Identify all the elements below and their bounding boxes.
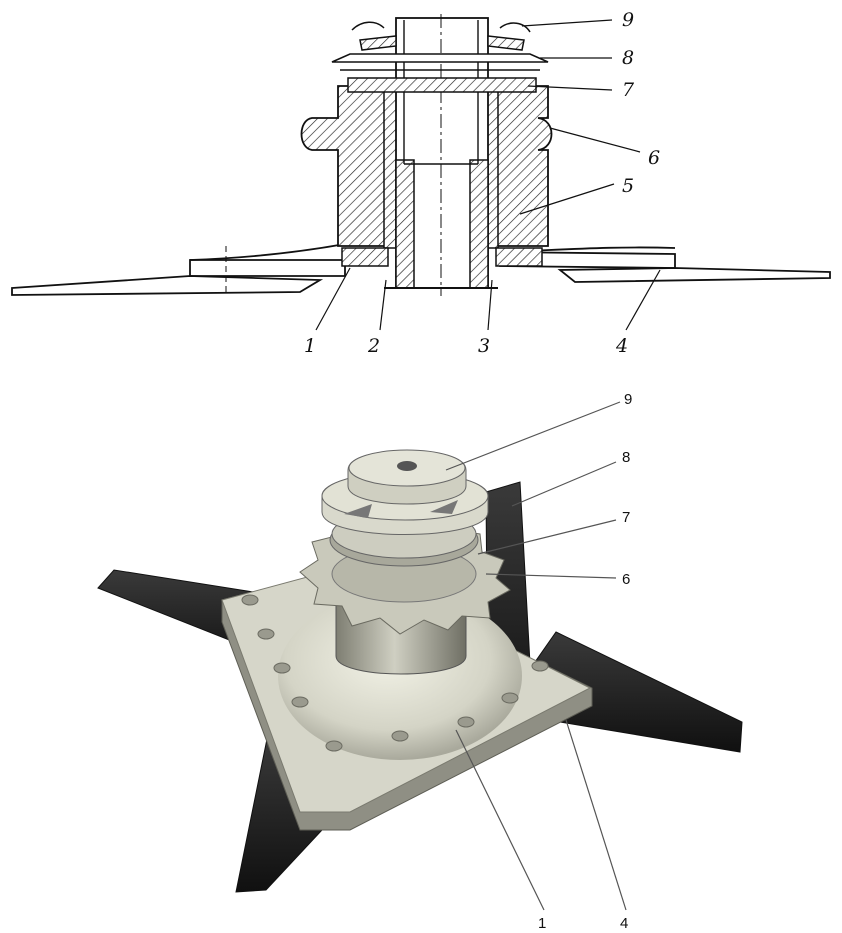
section-label-9: 9 <box>622 9 634 31</box>
bolt-hole <box>273 662 291 674</box>
render-label-1: 1 <box>538 915 546 932</box>
bolt-hole <box>291 696 309 708</box>
section-blade-right <box>499 246 831 283</box>
render-label-4: 4 <box>620 915 628 932</box>
render-label-7: 7 <box>622 509 630 526</box>
section-hub-left <box>300 85 389 247</box>
rendered-assembly: 9 8 7 6 1 4 <box>97 391 743 932</box>
render-leaders <box>445 401 627 911</box>
section-gear-7 <box>347 77 537 93</box>
cross-section-drawing: 9 8 7 6 5 1 2 3 4 <box>11 9 831 357</box>
section-shaft-right-wall <box>469 159 489 289</box>
bolt-hole <box>391 730 409 742</box>
section-leaders <box>315 19 661 331</box>
section-blade-left <box>11 243 346 296</box>
bolt-hole <box>257 628 275 640</box>
section-label-3: 3 <box>478 335 490 357</box>
section-bottom-ring-left <box>341 247 389 267</box>
bolt-hole <box>457 716 475 728</box>
section-label-2: 2 <box>367 335 380 357</box>
bolt-hole <box>241 594 259 606</box>
render-label-6: 6 <box>622 571 630 588</box>
render-label-8: 8 <box>622 449 630 466</box>
section-label-4: 4 <box>615 335 628 357</box>
bolt-hole <box>325 740 343 752</box>
section-label-6: 6 <box>648 147 660 169</box>
section-washer-8 <box>331 53 549 63</box>
section-nut-9 <box>359 35 525 51</box>
section-label-5: 5 <box>622 175 634 197</box>
render-label-9: 9 <box>624 391 632 408</box>
render-shaft-hole <box>397 461 417 471</box>
bolt-hole <box>501 692 519 704</box>
section-label-7: 7 <box>622 79 635 101</box>
section-label-1: 1 <box>304 335 316 357</box>
section-bottom-ring-right <box>495 247 543 267</box>
bolt-hole <box>531 660 549 672</box>
section-hub-right <box>495 85 553 247</box>
section-shaft-left-wall <box>395 159 415 289</box>
section-label-8: 8 <box>622 47 634 69</box>
